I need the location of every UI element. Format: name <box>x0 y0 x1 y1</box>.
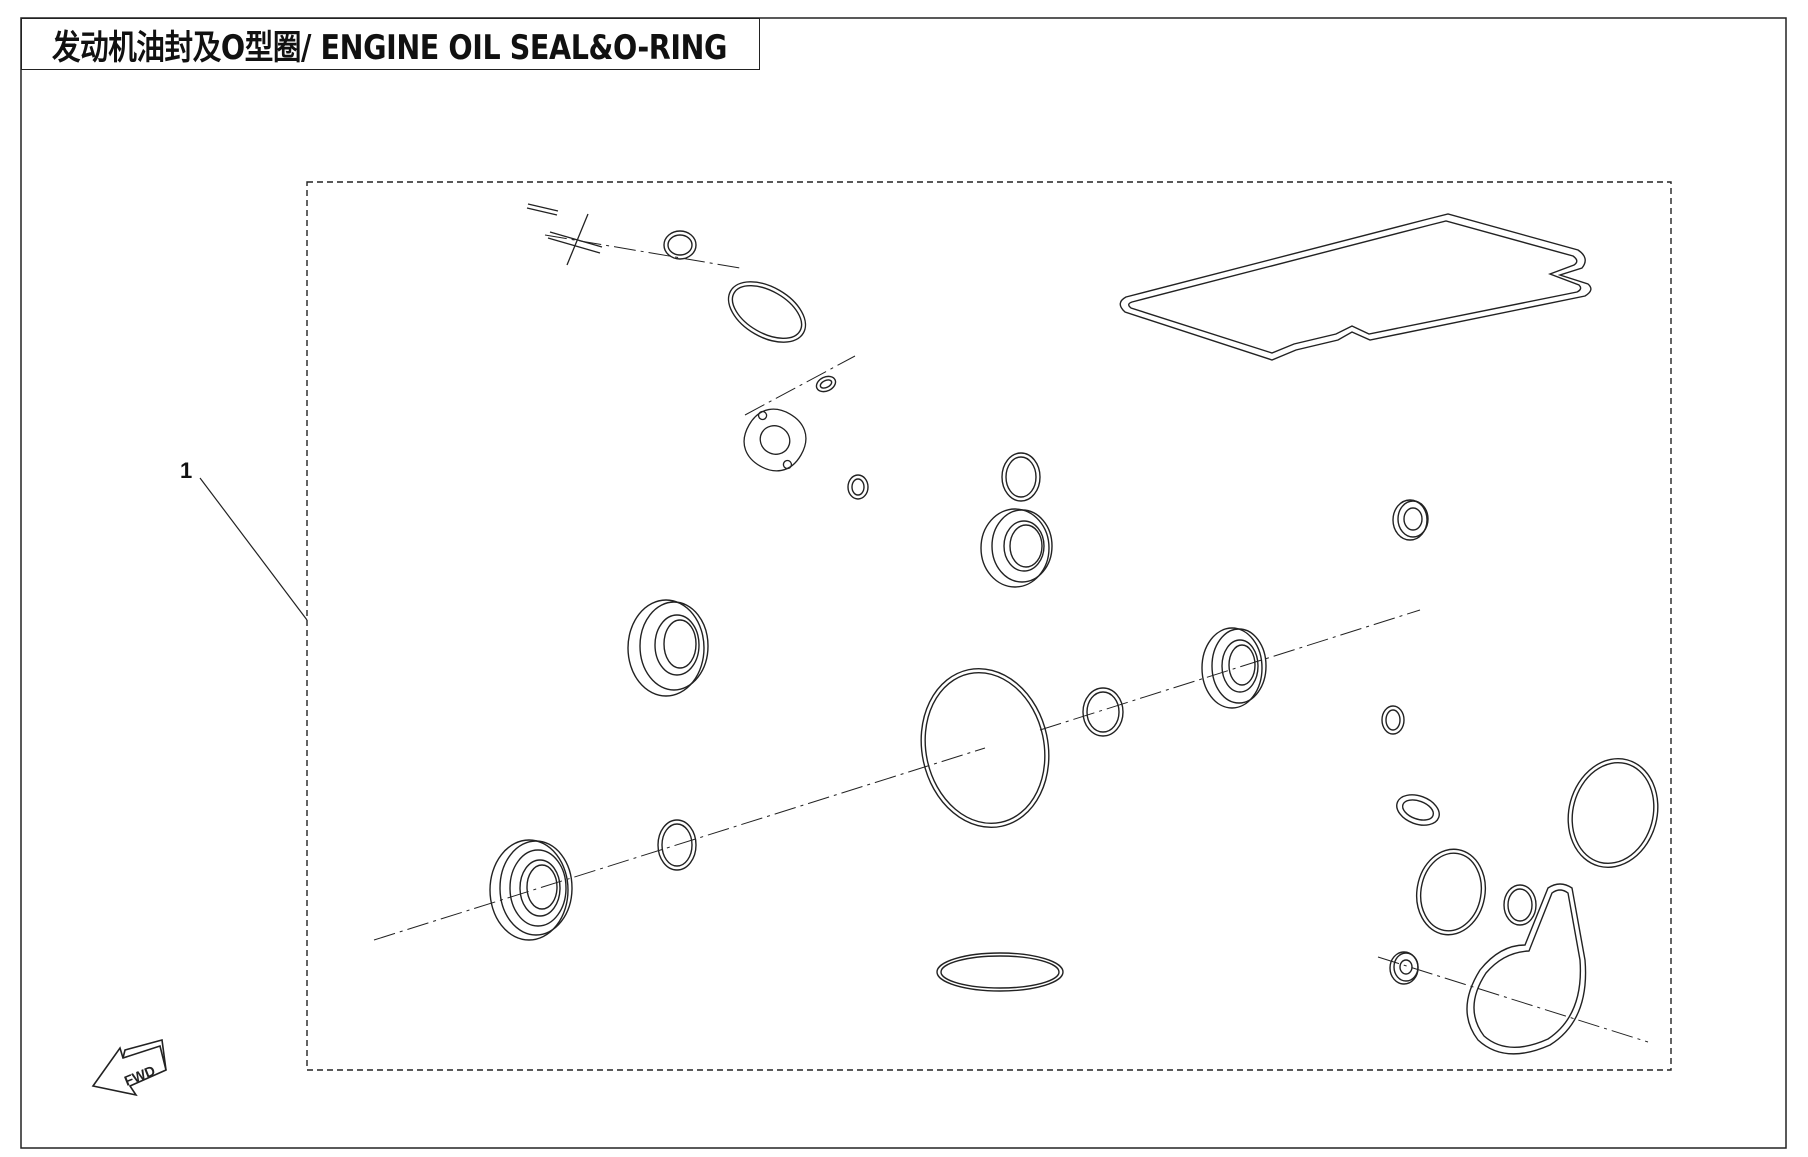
pump-gasket <box>1466 883 1587 1055</box>
o-ring-medium <box>1082 687 1124 737</box>
callout-number: 1 <box>180 458 193 483</box>
title-box: 发动机油封及O型圈/ ENGINE OIL SEAL&O-RING <box>21 18 760 70</box>
oval-seal-ring <box>727 281 807 343</box>
kit-boundary <box>306 181 1672 1071</box>
oil-seal-bottom-left <box>489 839 573 941</box>
o-ring-right-tiny <box>1503 884 1537 926</box>
pin-parts <box>526 203 603 266</box>
oil-seal-left <box>627 599 709 697</box>
flange-gasket <box>743 408 807 472</box>
o-ring-right-lower <box>1415 848 1487 936</box>
outer-frame <box>20 17 1787 1149</box>
cover-gasket <box>1119 213 1592 361</box>
callout-leader <box>199 477 308 621</box>
o-ring-small-mid <box>847 474 869 500</box>
oil-seal-center <box>980 508 1053 588</box>
small-seal-bottom-right <box>1389 951 1419 985</box>
tiny-o-ring <box>815 375 837 393</box>
o-ring-right-small <box>1381 705 1405 735</box>
page-title: 发动机油封及O型圈/ ENGINE OIL SEAL&O-RING <box>52 27 728 68</box>
o-ring-lower-left <box>657 819 697 871</box>
large-o-ring <box>920 667 1050 829</box>
o-ring-upper <box>1001 452 1041 502</box>
flat-ring-bottom <box>936 952 1064 992</box>
oval-ring-right <box>1396 794 1440 826</box>
o-ring-large-right <box>1567 757 1659 869</box>
o-ring-small-top <box>663 230 697 260</box>
oil-seal-right <box>1201 627 1267 709</box>
small-seal-right <box>1392 499 1429 541</box>
fwd-arrow-icon <box>91 1038 167 1097</box>
axis-lines <box>373 234 1649 1043</box>
